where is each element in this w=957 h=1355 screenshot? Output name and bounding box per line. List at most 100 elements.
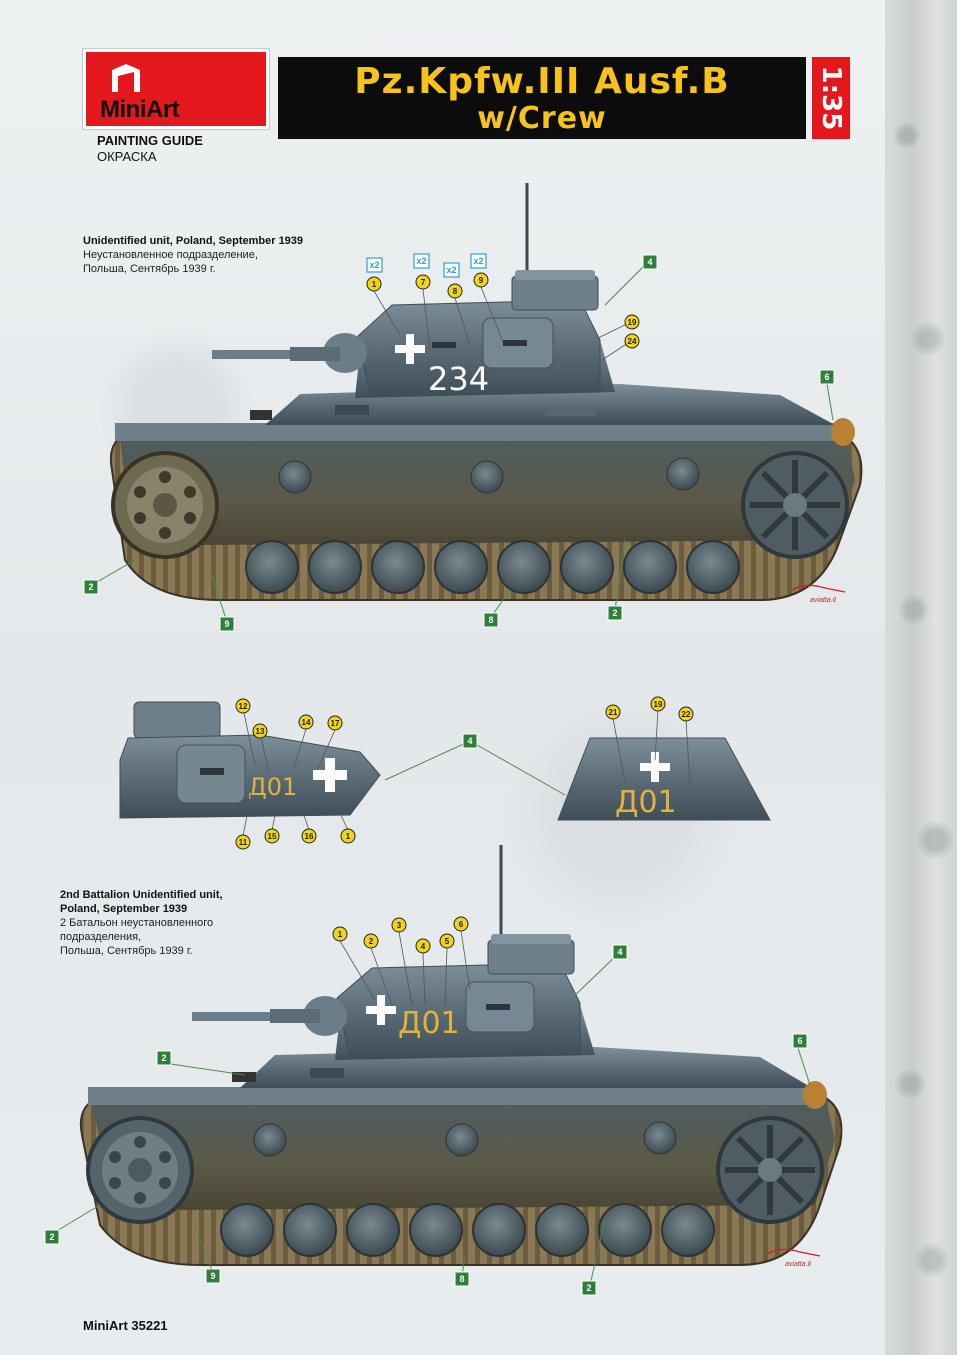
turret-number: 234 — [428, 360, 489, 398]
svg-text:3: 3 — [397, 921, 402, 930]
svg-text:11: 11 — [239, 838, 248, 847]
svg-text:5: 5 — [445, 937, 450, 946]
road-wheels — [245, 540, 740, 594]
callout: 24 — [624, 333, 640, 349]
product-code: MiniArt 35221 — [83, 1318, 168, 1333]
svg-text:6: 6 — [797, 1036, 802, 1046]
color-callout: 4 — [642, 254, 658, 270]
tank-profile-variant2: Д01 — [79, 845, 843, 1266]
model-subtitle: w/Crew — [477, 101, 607, 136]
turret-marking-v2: Д01 — [398, 1006, 460, 1041]
callouts-t2: 1 2 3 4 5 6 — [332, 916, 469, 954]
color-callout: 4 — [462, 733, 478, 749]
svg-text:6: 6 — [459, 920, 464, 929]
svg-text:8: 8 — [453, 287, 458, 296]
artwork-canvas: 234 x2 x2 x2 x2 1 7 8 9 19 24 4 6 2 9 8 … — [44, 183, 863, 1296]
color-callout: 6 — [792, 1033, 808, 1049]
x2-badges: x2 x2 x2 x2 — [366, 253, 487, 278]
svg-text:8: 8 — [488, 615, 493, 625]
svg-text:24: 24 — [628, 337, 637, 346]
callout: 5 — [439, 933, 455, 949]
leader-lines-detail — [242, 709, 691, 837]
svg-text:14: 14 — [302, 718, 311, 727]
turret-side-detail: Д01 — [119, 701, 381, 819]
callout: 19 — [650, 696, 666, 712]
svg-text:19: 19 — [654, 700, 663, 709]
turret-side-marking: Д01 — [248, 773, 297, 801]
svg-text:4: 4 — [617, 947, 622, 957]
callouts-detail-left: 12 13 14 17 11 15 16 1 — [235, 698, 356, 850]
scale-badge: 1:35 — [812, 57, 850, 139]
svg-text:2: 2 — [612, 608, 617, 618]
model-title: Pz.Kpfw.III Ausf.B — [354, 61, 730, 102]
callout: 16 — [301, 828, 317, 844]
balkenkreuz-marking — [366, 995, 396, 1025]
callout: 9 — [473, 272, 489, 288]
x2-badge: x2 — [446, 265, 456, 275]
svg-text:22: 22 — [682, 710, 691, 719]
callout: 13 — [252, 723, 268, 739]
callout: 22 — [678, 706, 694, 722]
callouts-detail-right: 21 19 22 — [605, 696, 694, 722]
color-callout: 2 — [156, 1050, 172, 1066]
callout: 19 — [624, 314, 640, 330]
color-callout: 8 — [483, 612, 499, 628]
variant1-caption-ru-2: Польша, Сентябрь 1939 г. — [83, 263, 216, 275]
miniart-logo: MiniArt — [83, 49, 269, 129]
color-callout: 9 — [219, 616, 235, 632]
callout: 14 — [298, 714, 314, 730]
svg-text:4: 4 — [467, 736, 472, 746]
callout: 21 — [605, 704, 621, 720]
green-callouts-t2: 4 2 6 2 9 8 2 — [44, 944, 808, 1296]
variant1-caption-en: Unidentified unit, Poland, September 193… — [83, 235, 304, 247]
svg-text:15: 15 — [268, 832, 277, 841]
svg-text:4: 4 — [421, 942, 426, 951]
artist-signature: aviatta.it — [785, 1261, 812, 1268]
title-bar: Pz.Kpfw.III Ausf.B w/Crew — [278, 57, 806, 139]
artist-signature: aviatta.it — [810, 597, 837, 604]
svg-text:19: 19 — [628, 318, 637, 327]
svg-text:1: 1 — [338, 930, 343, 939]
svg-text:13: 13 — [256, 727, 265, 736]
logo-mark-icon — [112, 64, 140, 92]
green-callouts-t1: 4 6 2 9 8 2 — [83, 254, 835, 632]
variant1-caption: Unidentified unit, Poland, September 193… — [83, 234, 303, 276]
leader-lines-t2 — [54, 930, 811, 1286]
x2-badge: x2 — [369, 260, 379, 270]
x2-badge: x2 — [416, 256, 426, 266]
turret-rear-marking: Д01 — [615, 785, 677, 820]
svg-text:12: 12 — [239, 702, 248, 711]
color-callout: 2 — [83, 579, 99, 595]
callout: 2 — [363, 933, 379, 949]
svg-text:4: 4 — [647, 257, 652, 267]
svg-text:1: 1 — [372, 280, 377, 289]
svg-text:16: 16 — [305, 832, 314, 841]
variant1-caption-ru-1: Неустановленное подразделение, — [83, 249, 258, 261]
balkenkreuz-marking — [395, 334, 425, 364]
svg-text:1: 1 — [346, 832, 351, 841]
svg-text:17: 17 — [331, 719, 340, 728]
tank-profile-variant1: 234 — [109, 183, 863, 601]
callout: 6 — [453, 916, 469, 932]
callout: 8 — [447, 283, 463, 299]
callout: 11 — [235, 834, 251, 850]
variant2-caption: 2nd Battalion Unidentified unit, Poland,… — [60, 888, 223, 958]
svg-text:21: 21 — [609, 708, 618, 717]
variant2-caption-en-1: 2nd Battalion Unidentified unit, — [60, 889, 223, 901]
svg-text:6: 6 — [824, 372, 829, 382]
color-callout: 4 — [612, 944, 628, 960]
svg-text:8: 8 — [459, 1274, 464, 1284]
road-wheels — [220, 1203, 715, 1257]
svg-text:2: 2 — [49, 1232, 54, 1242]
brand-name: MiniArt — [100, 96, 180, 123]
callout: 7 — [415, 274, 431, 290]
variant2-caption-ru-2: подразделения, — [60, 931, 142, 943]
svg-text:2: 2 — [88, 582, 93, 592]
callout: 12 — [235, 698, 251, 714]
variant2-caption-en-2: Poland, September 1939 — [60, 903, 188, 915]
callout: 1 — [332, 926, 348, 942]
callout: 4 — [415, 938, 431, 954]
svg-text:2: 2 — [369, 937, 374, 946]
color-callout: 8 — [454, 1271, 470, 1287]
callout: 1 — [366, 276, 382, 292]
